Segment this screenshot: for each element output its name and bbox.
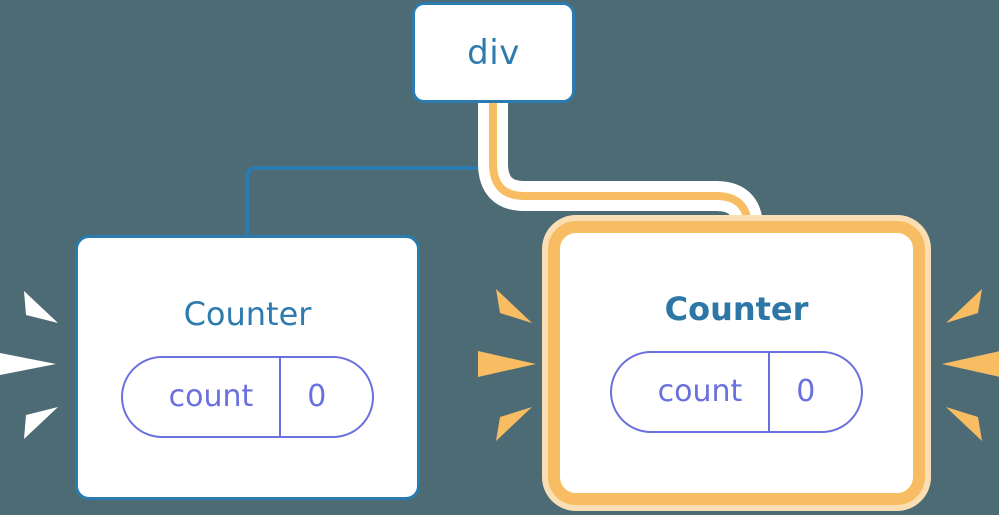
- state-divider: [768, 353, 771, 431]
- node-counter-left[interactable]: Counter count 0: [75, 235, 420, 500]
- node-counter-right[interactable]: Counter count 0: [548, 221, 925, 505]
- counter-right-state-pill: count 0: [609, 351, 864, 433]
- edge-div-to-counter-left: [245, 103, 495, 236]
- counter-left-title: Counter: [183, 294, 312, 333]
- edge-div-to-counter-right: [489, 103, 752, 248]
- node-div-label: div: [467, 32, 520, 73]
- counter-right-state-value: 0: [796, 374, 816, 409]
- counter-left-state-value: 0: [307, 378, 327, 414]
- node-div[interactable]: div: [412, 2, 575, 103]
- state-divider: [279, 357, 282, 436]
- counter-right-title: Counter: [664, 290, 809, 328]
- counter-left-state-pill: count 0: [120, 355, 375, 438]
- counter-left-state-key: count: [168, 378, 254, 414]
- counter-right-state-key: count: [657, 374, 743, 409]
